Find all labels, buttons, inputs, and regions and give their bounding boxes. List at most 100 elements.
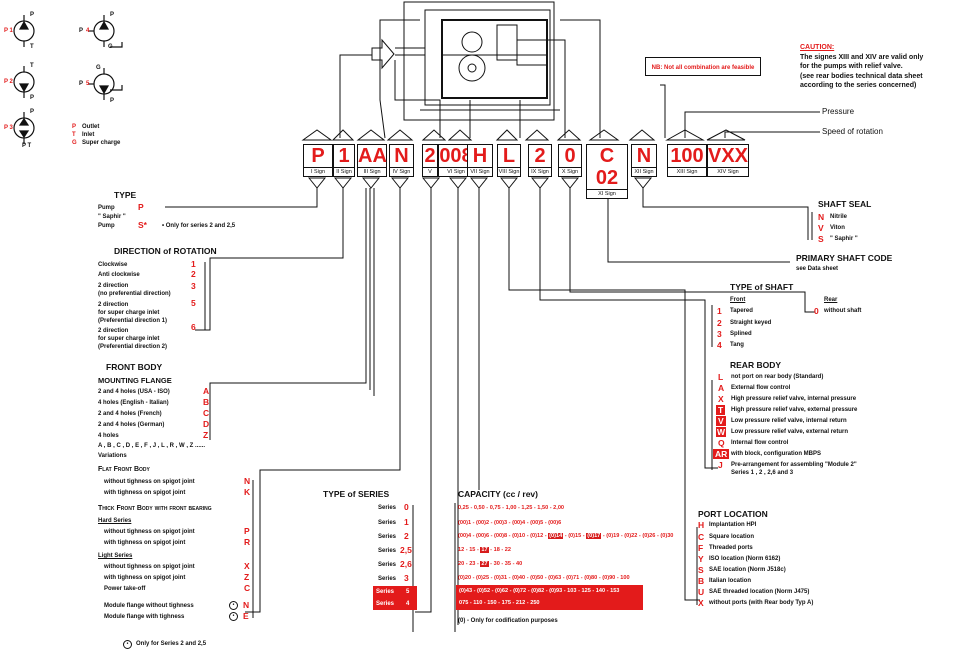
port-location-items-2-code: F <box>698 543 704 553</box>
legend-port-codes-0-text: Outlet <box>82 124 100 130</box>
front-body-light-2-label: Power take-off <box>104 586 146 592</box>
type-saphir-label2: Pump <box>98 223 115 229</box>
pump-section-drawing <box>371 1 560 121</box>
rear-body-items-0-code: L <box>718 372 724 382</box>
front-body-light-title: Light Series <box>98 553 133 559</box>
footnote-marker-icon: • <box>123 640 132 649</box>
series-title: TYPE of SERIES <box>323 489 390 499</box>
shaft-type-items-2-code: 3 <box>717 329 722 339</box>
rear-body-items-7-code: AR <box>713 449 730 459</box>
code-boxes-13-sign: XIV Sign <box>708 167 748 176</box>
capacity-rows-0-0: 0,25 - 0,50 - 0,75 - 1,00 - 1,25 - 1,50 … <box>458 505 565 511</box>
caution-lines-3: according to the series concerned) <box>800 82 917 89</box>
front-body-hard-1-code: R <box>244 537 251 547</box>
direction-items-3-lines-1: for super charge inlet <box>98 310 160 316</box>
rear-body-items-5-label: Low pressure relief valve, external retu… <box>731 429 849 435</box>
nb: NB: Not all combination are feasible <box>651 65 755 71</box>
shaft-type-items-1-label: Straight keyed <box>730 320 772 326</box>
shaft-front-label: Front <box>730 297 746 303</box>
front-body-light-2-code: C <box>244 583 251 593</box>
caution-note: CAUTION: The signes XIII and XIV are val… <box>800 43 923 91</box>
front-body-hard-title: Hard Series <box>98 518 132 524</box>
capacity-rows-2-2: - (0)15 - <box>563 533 587 539</box>
port-location-items-0-label: Implantation HPI <box>709 522 757 528</box>
port-location-items-1-label: Square location <box>709 534 755 540</box>
front-body-hard-1-label: with tighness on spigot joint <box>104 540 186 546</box>
code-boxes-4-value: 2 <box>424 145 436 167</box>
direction-items-2-code: 3 <box>191 281 196 291</box>
capacity-rows-4-2: - 30 - 35 - 40 <box>488 561 523 567</box>
rear-body-items-7-label: with block, configuration MBPS <box>731 451 821 457</box>
front-body-flanges-0-code: A <box>203 386 210 396</box>
shaft-rear-label: Rear <box>824 297 838 303</box>
series-items-5-label: Series <box>378 576 397 582</box>
code-boxes-0-sign: I Sign <box>304 167 332 176</box>
front-body-flanges-1-label: 4 holes (English - Italian) <box>98 400 169 406</box>
direction-items-1-lines-0: Anti clockwise <box>98 272 140 278</box>
type-title: TYPE <box>114 190 137 200</box>
rear-body-items-2-code: X <box>718 394 724 404</box>
front-body-module-1-label: Module flange with tighness <box>104 614 185 620</box>
front-body-variations-label: Variations <box>98 453 127 459</box>
shaft-type-items-2-label: Splined <box>730 331 752 337</box>
shaft-seal-items-2-code: S <box>818 234 824 244</box>
shaft-type-items-1-code: 2 <box>717 318 722 328</box>
code-boxes-5-sign: VI Sign <box>439 167 473 176</box>
rear-body-items-5-code: W <box>716 427 727 437</box>
front-body-light-1-label: with tighness on spigot joint <box>104 575 186 581</box>
caution-title: CAUTION: <box>800 44 835 51</box>
rear-body-items-3-code: T <box>716 405 726 415</box>
front-body-hard-0-label: without tighness on spigot joint <box>104 529 195 535</box>
shaft-seal-items-2-label: " Saphir " <box>830 236 858 242</box>
port-location-items-3-label: ISO location (Norm 6162) <box>709 556 781 562</box>
capacity-rows-6-0: (0)43 - (0)52 - (0)62 - (0)72 - (0)82 - … <box>459 588 620 594</box>
box-arrows <box>301 129 746 141</box>
code-boxes-12-sign: XIII Sign <box>668 167 706 176</box>
capacity-rows-2-1: (0)14 <box>548 533 564 539</box>
rear-body-items-6-code: Q <box>718 438 725 448</box>
rear-body-items-0-label: not port on rear body (Standard) <box>731 374 824 380</box>
code-boxes-6-value: H <box>472 145 488 167</box>
rear-body-items-2-label: High pressure relief valve, internal pre… <box>731 396 857 402</box>
front-body-module-1-code: E <box>243 611 249 621</box>
front-body-light-1-code: Z <box>244 572 250 582</box>
type-saphir-label: " Saphir " <box>98 214 126 220</box>
code-boxes-10-value: C 02 <box>595 145 619 189</box>
capacity-rows-2-3: (0)17 <box>586 533 602 539</box>
code-boxes-8-sign: IX Sign <box>529 167 551 176</box>
port-location-items-7-label: without ports (with Rear body Typ A) <box>709 600 814 606</box>
rear-body-items-8-label2: Series 1 , 2 , 2,6 and 3 <box>731 470 794 476</box>
type-saphir-code: S* <box>138 220 147 230</box>
port-location-items-3-code: Y <box>698 554 704 564</box>
caution-lines-1: for the pumps with relief valve. <box>800 63 903 70</box>
front-body-footnote: Only for Series 2 and 2,5 <box>136 641 207 647</box>
footnote-marker-icon: • <box>229 601 238 610</box>
series-items-5-code: 3 <box>404 573 409 583</box>
port-location-items-6-code: U <box>698 587 705 597</box>
code-boxes-3-sign: IV Sign <box>390 167 413 176</box>
rear-body-items-4-label: Low pressure relief valve, internal retu… <box>731 418 847 424</box>
code-boxes-11-sign: XII Sign <box>632 167 656 176</box>
direction-title: DIRECTION of ROTATION <box>114 246 217 256</box>
code-boxes-0-value: P <box>311 145 325 167</box>
front-body-module-0-code: N <box>243 600 250 610</box>
direction-items-2-lines-1: (no preferential direction) <box>98 291 171 297</box>
front-body-flanges-3-label: 2 and 4 holes (German) <box>98 422 165 428</box>
code-boxes-8-value: 2 <box>534 145 546 167</box>
series-items-1-code: 1 <box>404 517 409 527</box>
front-body-flat-0-label: without tighness on spigot joint <box>104 479 195 485</box>
code-boxes-5-value: 008 <box>439 145 473 167</box>
series-items-3-code: 2,5 <box>400 545 412 555</box>
code-boxes-13-value: VXX <box>708 145 749 167</box>
port-location-items-6-label: SAE threaded location (Norm J475) <box>709 589 810 595</box>
direction-items-1-code: 2 <box>191 269 196 279</box>
shaft-seal-items-0-code: N <box>818 212 825 222</box>
shaft-seal-items-1-label: Viton <box>830 225 845 231</box>
